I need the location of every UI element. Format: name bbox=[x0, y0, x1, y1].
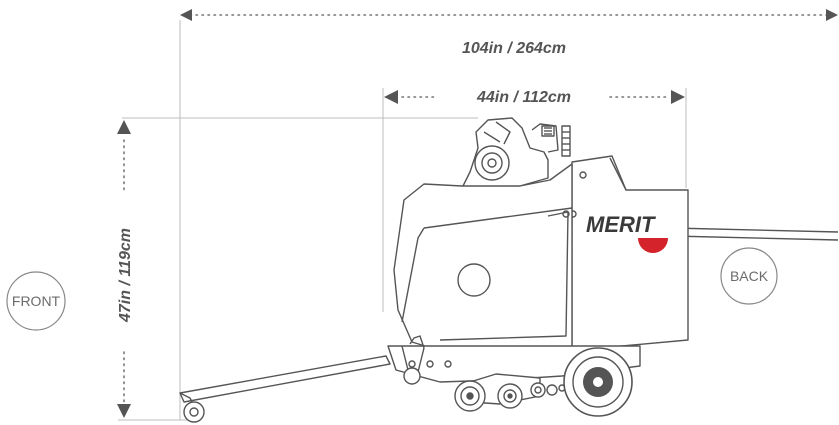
caster-wheel-icon bbox=[183, 401, 205, 423]
front-guide-arm bbox=[179, 355, 421, 403]
handle-bar bbox=[667, 225, 839, 241]
floor-saw-machine: MERIT bbox=[179, 117, 839, 423]
arrow-right-icon bbox=[826, 9, 838, 21]
front-view-marker: FRONT bbox=[6, 271, 66, 331]
back-view-marker: BACK bbox=[720, 247, 778, 305]
back-label: BACK bbox=[730, 268, 769, 284]
fuel-cap-icon bbox=[561, 125, 571, 157]
blade-guard-accent bbox=[638, 238, 668, 253]
front-label: FRONT bbox=[12, 293, 61, 309]
pulley-icon bbox=[530, 382, 546, 398]
rear-housing bbox=[554, 155, 689, 349]
arrow-left-icon bbox=[384, 90, 398, 104]
arrow-right-icon bbox=[671, 90, 685, 104]
guide-roller-icon bbox=[403, 367, 421, 385]
brand-name: MERIT bbox=[586, 212, 656, 237]
arrow-left-icon bbox=[180, 9, 192, 21]
body-length-label: 44in / 112cm bbox=[476, 89, 571, 106]
arrow-up-icon bbox=[117, 120, 131, 134]
blade-hub-icon bbox=[457, 263, 491, 297]
height-label: 47in / 119cm bbox=[117, 228, 134, 323]
merit-logo: MERIT bbox=[586, 212, 668, 253]
body-length-dimension: 44in / 112cm bbox=[382, 88, 687, 312]
rear-wheel bbox=[563, 347, 633, 417]
overall-length-dimension: 104in / 264cm bbox=[179, 9, 838, 420]
front-caster-wheel bbox=[179, 392, 205, 423]
engine-pulley-icon bbox=[474, 145, 510, 181]
height-dimension: 47in / 119cm bbox=[117, 117, 478, 421]
overall-length-label: 104in / 264cm bbox=[462, 40, 566, 57]
main-body bbox=[393, 163, 573, 351]
engine bbox=[461, 117, 571, 193]
depth-wheels bbox=[454, 373, 566, 412]
arrow-down-icon bbox=[117, 404, 131, 418]
